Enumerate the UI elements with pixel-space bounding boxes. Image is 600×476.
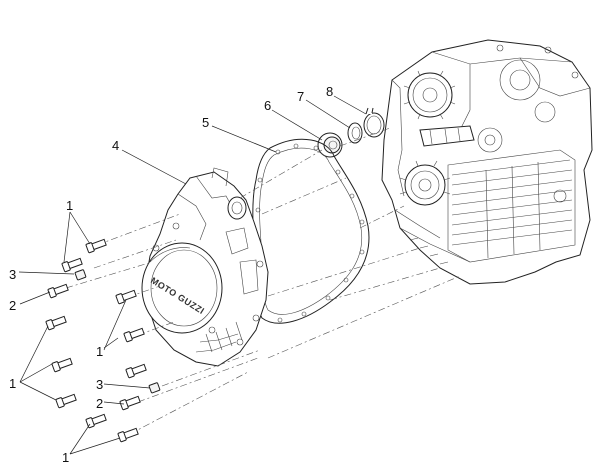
snap-ring-8 xyxy=(363,107,385,138)
callout-1-bottom: 1 xyxy=(62,450,69,465)
assembly-axis-lines xyxy=(65,127,461,435)
screw xyxy=(117,427,139,443)
oil-seal-6 xyxy=(317,132,343,158)
callout-2-top: 2 xyxy=(9,298,16,313)
callout-4: 4 xyxy=(112,138,119,153)
screw xyxy=(51,357,73,373)
cover-gasket-5 xyxy=(252,138,370,324)
callout-2-bottom: 2 xyxy=(96,396,103,411)
leader-lines xyxy=(18,95,367,455)
washer-7 xyxy=(347,122,363,144)
screw xyxy=(115,289,137,305)
screw xyxy=(47,283,69,299)
screw xyxy=(55,393,77,409)
callout-7: 7 xyxy=(297,89,304,104)
alternator-cover-4: MOTO GUZZI xyxy=(141,167,269,367)
screw-group xyxy=(45,238,161,443)
screw xyxy=(61,257,83,273)
callout-3-bottom: 3 xyxy=(96,377,103,392)
callout-1-left: 1 xyxy=(9,376,16,391)
screw xyxy=(45,315,67,331)
callout-3-top: 3 xyxy=(9,267,16,282)
spacer xyxy=(148,382,161,394)
callout-6: 6 xyxy=(264,98,271,113)
engine-crankcase xyxy=(381,39,593,285)
callout-1-midright: 1 xyxy=(96,344,103,359)
screw xyxy=(85,413,107,429)
screw xyxy=(85,238,107,254)
spacer xyxy=(74,269,87,281)
callout-8: 8 xyxy=(326,84,333,99)
callout-5: 5 xyxy=(202,115,209,130)
screw xyxy=(119,395,141,411)
screw xyxy=(125,363,147,379)
callout-1-top: 1 xyxy=(66,198,73,213)
screw xyxy=(123,327,145,343)
callout-labels: 1 3 2 1 1 3 2 1 4 5 6 7 8 xyxy=(9,84,333,465)
